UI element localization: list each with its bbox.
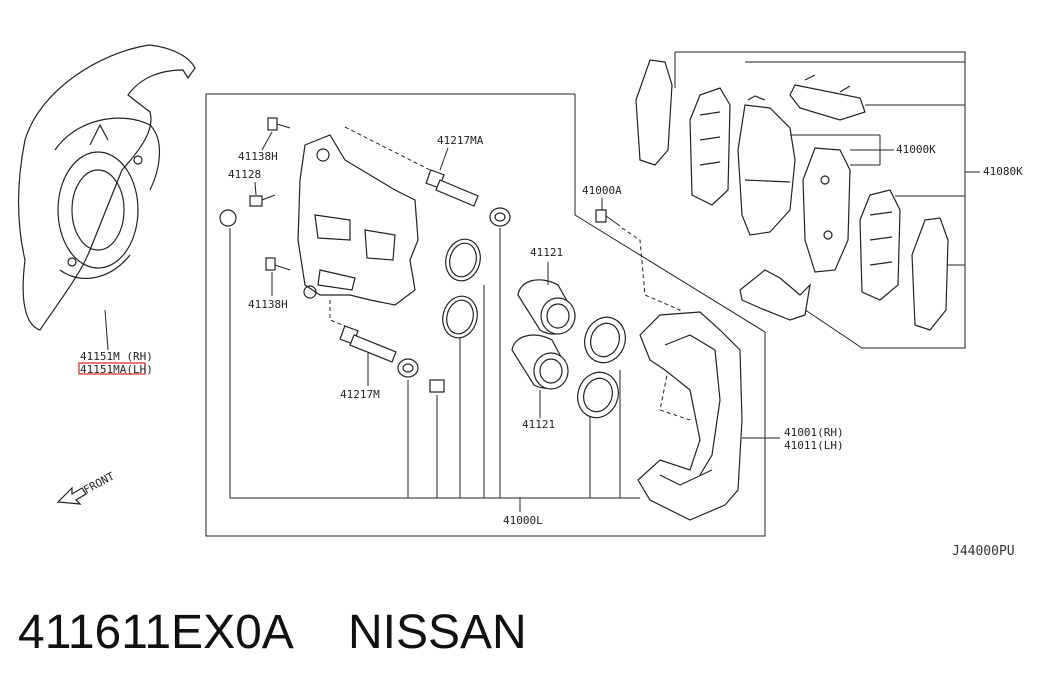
label-41138h-top: 41138H: [238, 150, 278, 163]
label-41138h-bottom: 41138H: [248, 298, 288, 311]
label-41121-top: 41121: [530, 246, 563, 259]
bolt-41128: [249, 194, 276, 207]
label-41128: 41128: [228, 168, 261, 181]
kit-frame-41000l: [205, 93, 766, 537]
guide-pin-41217m: [339, 325, 397, 363]
bleeder-screw: [429, 379, 445, 393]
label-41151ma: 41151MA(LH): [80, 363, 153, 376]
bolt-41000a: [595, 209, 621, 227]
seal-1: [445, 238, 481, 282]
brake-pad-outer: [802, 147, 851, 273]
label-41151m: 41151M (RH): [80, 350, 153, 363]
label-41217ma: 41217MA: [437, 134, 484, 147]
front-label: FRONT: [81, 469, 117, 496]
label-41000k: 41000K: [896, 143, 936, 156]
bleeder-cap: [219, 209, 237, 227]
label-41217m: 41217M: [340, 388, 380, 401]
kit-frame-41080k: [675, 51, 966, 349]
dust-shield: [18, 44, 196, 331]
highlight-box: [78, 362, 146, 375]
guide-pin-41217ma: [425, 169, 479, 207]
pin-boot-bottom: [397, 358, 419, 378]
caliper-body: [297, 134, 419, 306]
brand-name: NISSAN: [348, 606, 527, 659]
shim-1: [635, 59, 673, 166]
front-arrow: FRONT: [56, 469, 117, 505]
label-41000l: 41000L: [503, 514, 543, 527]
shim-4: [911, 217, 949, 331]
label-41011: 41011(LH): [784, 439, 844, 452]
piston-bottom: [511, 334, 569, 390]
piston-top: [517, 279, 576, 335]
seal-2: [442, 295, 478, 339]
boot-ring-bottom: [577, 371, 619, 419]
diagram-code: J44000PU: [952, 544, 1015, 559]
label-41080k: 41080K: [983, 165, 1023, 178]
boot-ring-top: [584, 316, 626, 364]
bolt-41138h-bottom: [265, 257, 291, 271]
label-41000a: 41000A: [582, 184, 622, 197]
pad-clip-top: [789, 74, 866, 121]
torque-member: [637, 311, 743, 521]
leader-41151: [104, 309, 109, 351]
pad-clip-bottom: [739, 269, 811, 321]
bolt-41138h-top: [267, 117, 291, 131]
shim-2: [689, 87, 731, 206]
pin-boot-top: [489, 207, 511, 227]
brake-pad-inner: [737, 95, 796, 236]
shim-3: [859, 189, 901, 301]
part-number: 411611EX0A: [18, 606, 294, 659]
label-41121-bottom: 41121: [522, 418, 555, 431]
label-41001: 41001(RH): [784, 426, 844, 439]
